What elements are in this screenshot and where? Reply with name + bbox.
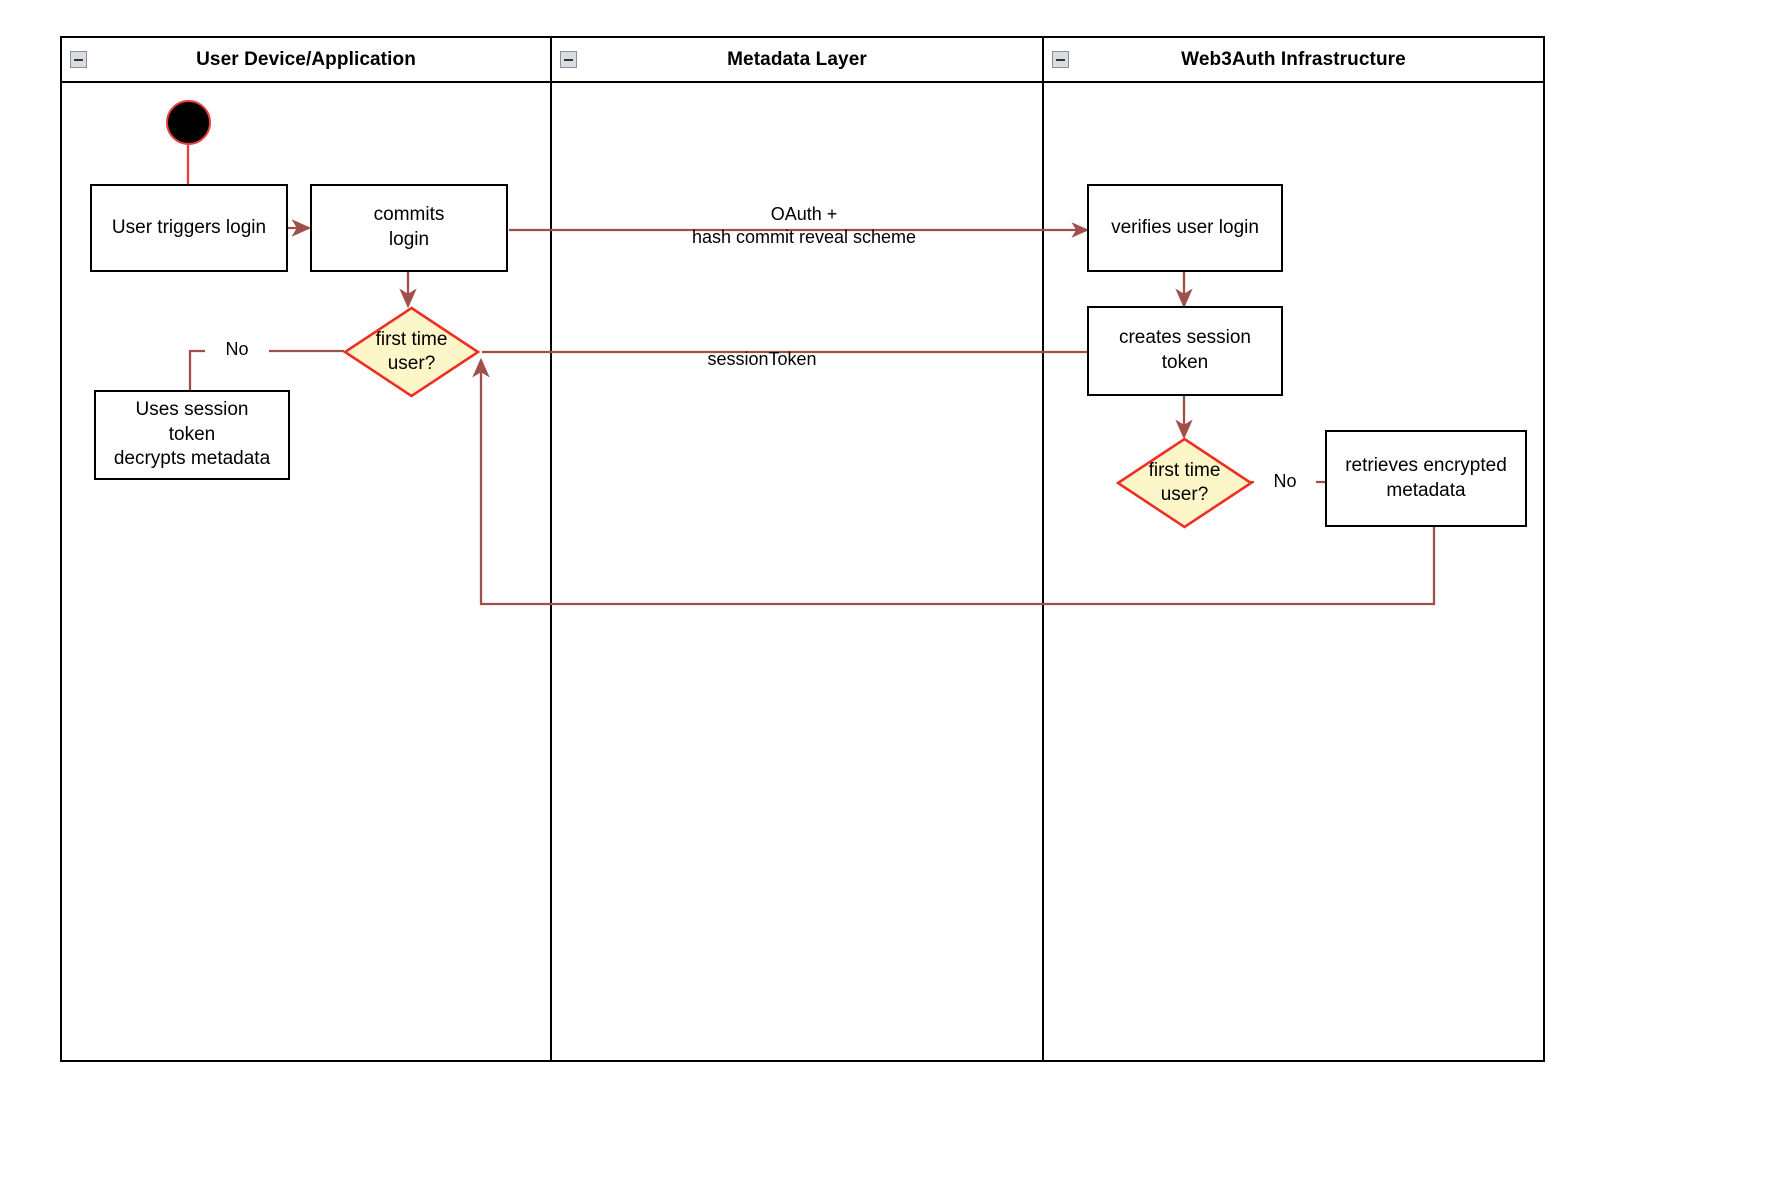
edge-label-oauth: OAuth + hash commit reveal scheme (691, 204, 917, 248)
collapse-minus-icon[interactable] (1052, 51, 1069, 68)
lane-title-metadata: Metadata Layer (727, 48, 867, 70)
edge-label-session-token: sessionToken (707, 349, 817, 369)
swimlane-metadata: Metadata Layer (552, 38, 1042, 1060)
edge-label-no-left: No (205, 338, 269, 362)
decision-diamond-shape (343, 306, 480, 398)
action-creates-session-token[interactable]: creates session token (1087, 306, 1283, 396)
decision-left-label: first time user? (375, 329, 448, 374)
collapse-minus-icon[interactable] (70, 51, 87, 68)
swimlane-web3auth: Web3Auth Infrastructure (1044, 38, 1543, 1060)
lane-title-user-device: User Device/Application (196, 48, 416, 70)
action-user-triggers-login[interactable]: User triggers login (90, 184, 288, 272)
lane-title-web3auth: Web3Auth Infrastructure (1181, 48, 1406, 70)
action-uses-session-token[interactable]: Uses session token decrypts metadata (94, 390, 290, 480)
decision-first-time-user-left[interactable]: first time user? (343, 306, 480, 398)
initial-node (166, 100, 211, 145)
edge-label-no-right: No (1254, 470, 1316, 494)
decision-diamond-shape (1116, 437, 1253, 529)
decision-first-time-user-right[interactable]: first time user? (1116, 437, 1253, 529)
collapse-minus-icon[interactable] (560, 51, 577, 68)
action-retrieves-encrypted-metadata[interactable]: retrieves encrypted metadata (1325, 430, 1527, 527)
swimlane-user-device: User Device/Application (62, 38, 550, 1060)
decision-right-label: first time user? (1148, 460, 1221, 505)
lane-header-metadata: Metadata Layer (552, 38, 1042, 83)
lane-header-user-device: User Device/Application (62, 38, 550, 83)
lane-header-web3auth: Web3Auth Infrastructure (1044, 38, 1543, 83)
action-commits-login[interactable]: commits login (310, 184, 508, 272)
action-verifies-user-login[interactable]: verifies user login (1087, 184, 1283, 272)
